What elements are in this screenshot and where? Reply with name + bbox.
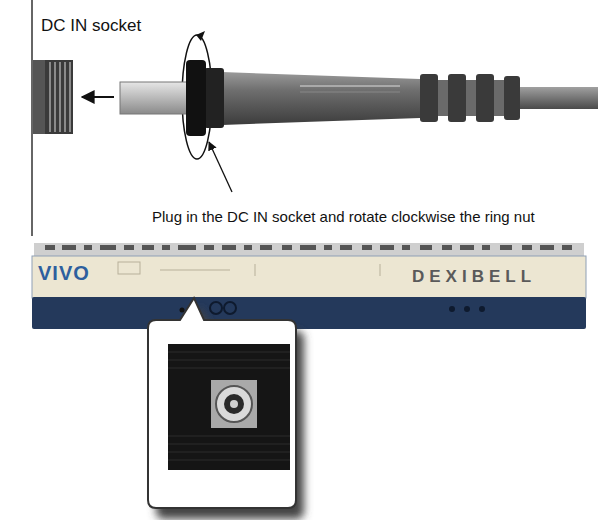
wall-line xyxy=(31,0,33,236)
brand-name: DEXIBELL xyxy=(412,267,536,287)
dc-plug xyxy=(120,60,598,136)
insert-arrow xyxy=(82,96,114,98)
model-name: VIVO xyxy=(38,262,90,285)
leader-line xyxy=(209,142,232,192)
instruction-caption: Plug in the DC IN socket and rotate cloc… xyxy=(152,208,535,225)
dc-socket xyxy=(33,60,73,134)
callout-zoom xyxy=(148,298,304,519)
keyboard-rear xyxy=(32,243,586,329)
part-label: DC IN socket xyxy=(41,16,141,36)
